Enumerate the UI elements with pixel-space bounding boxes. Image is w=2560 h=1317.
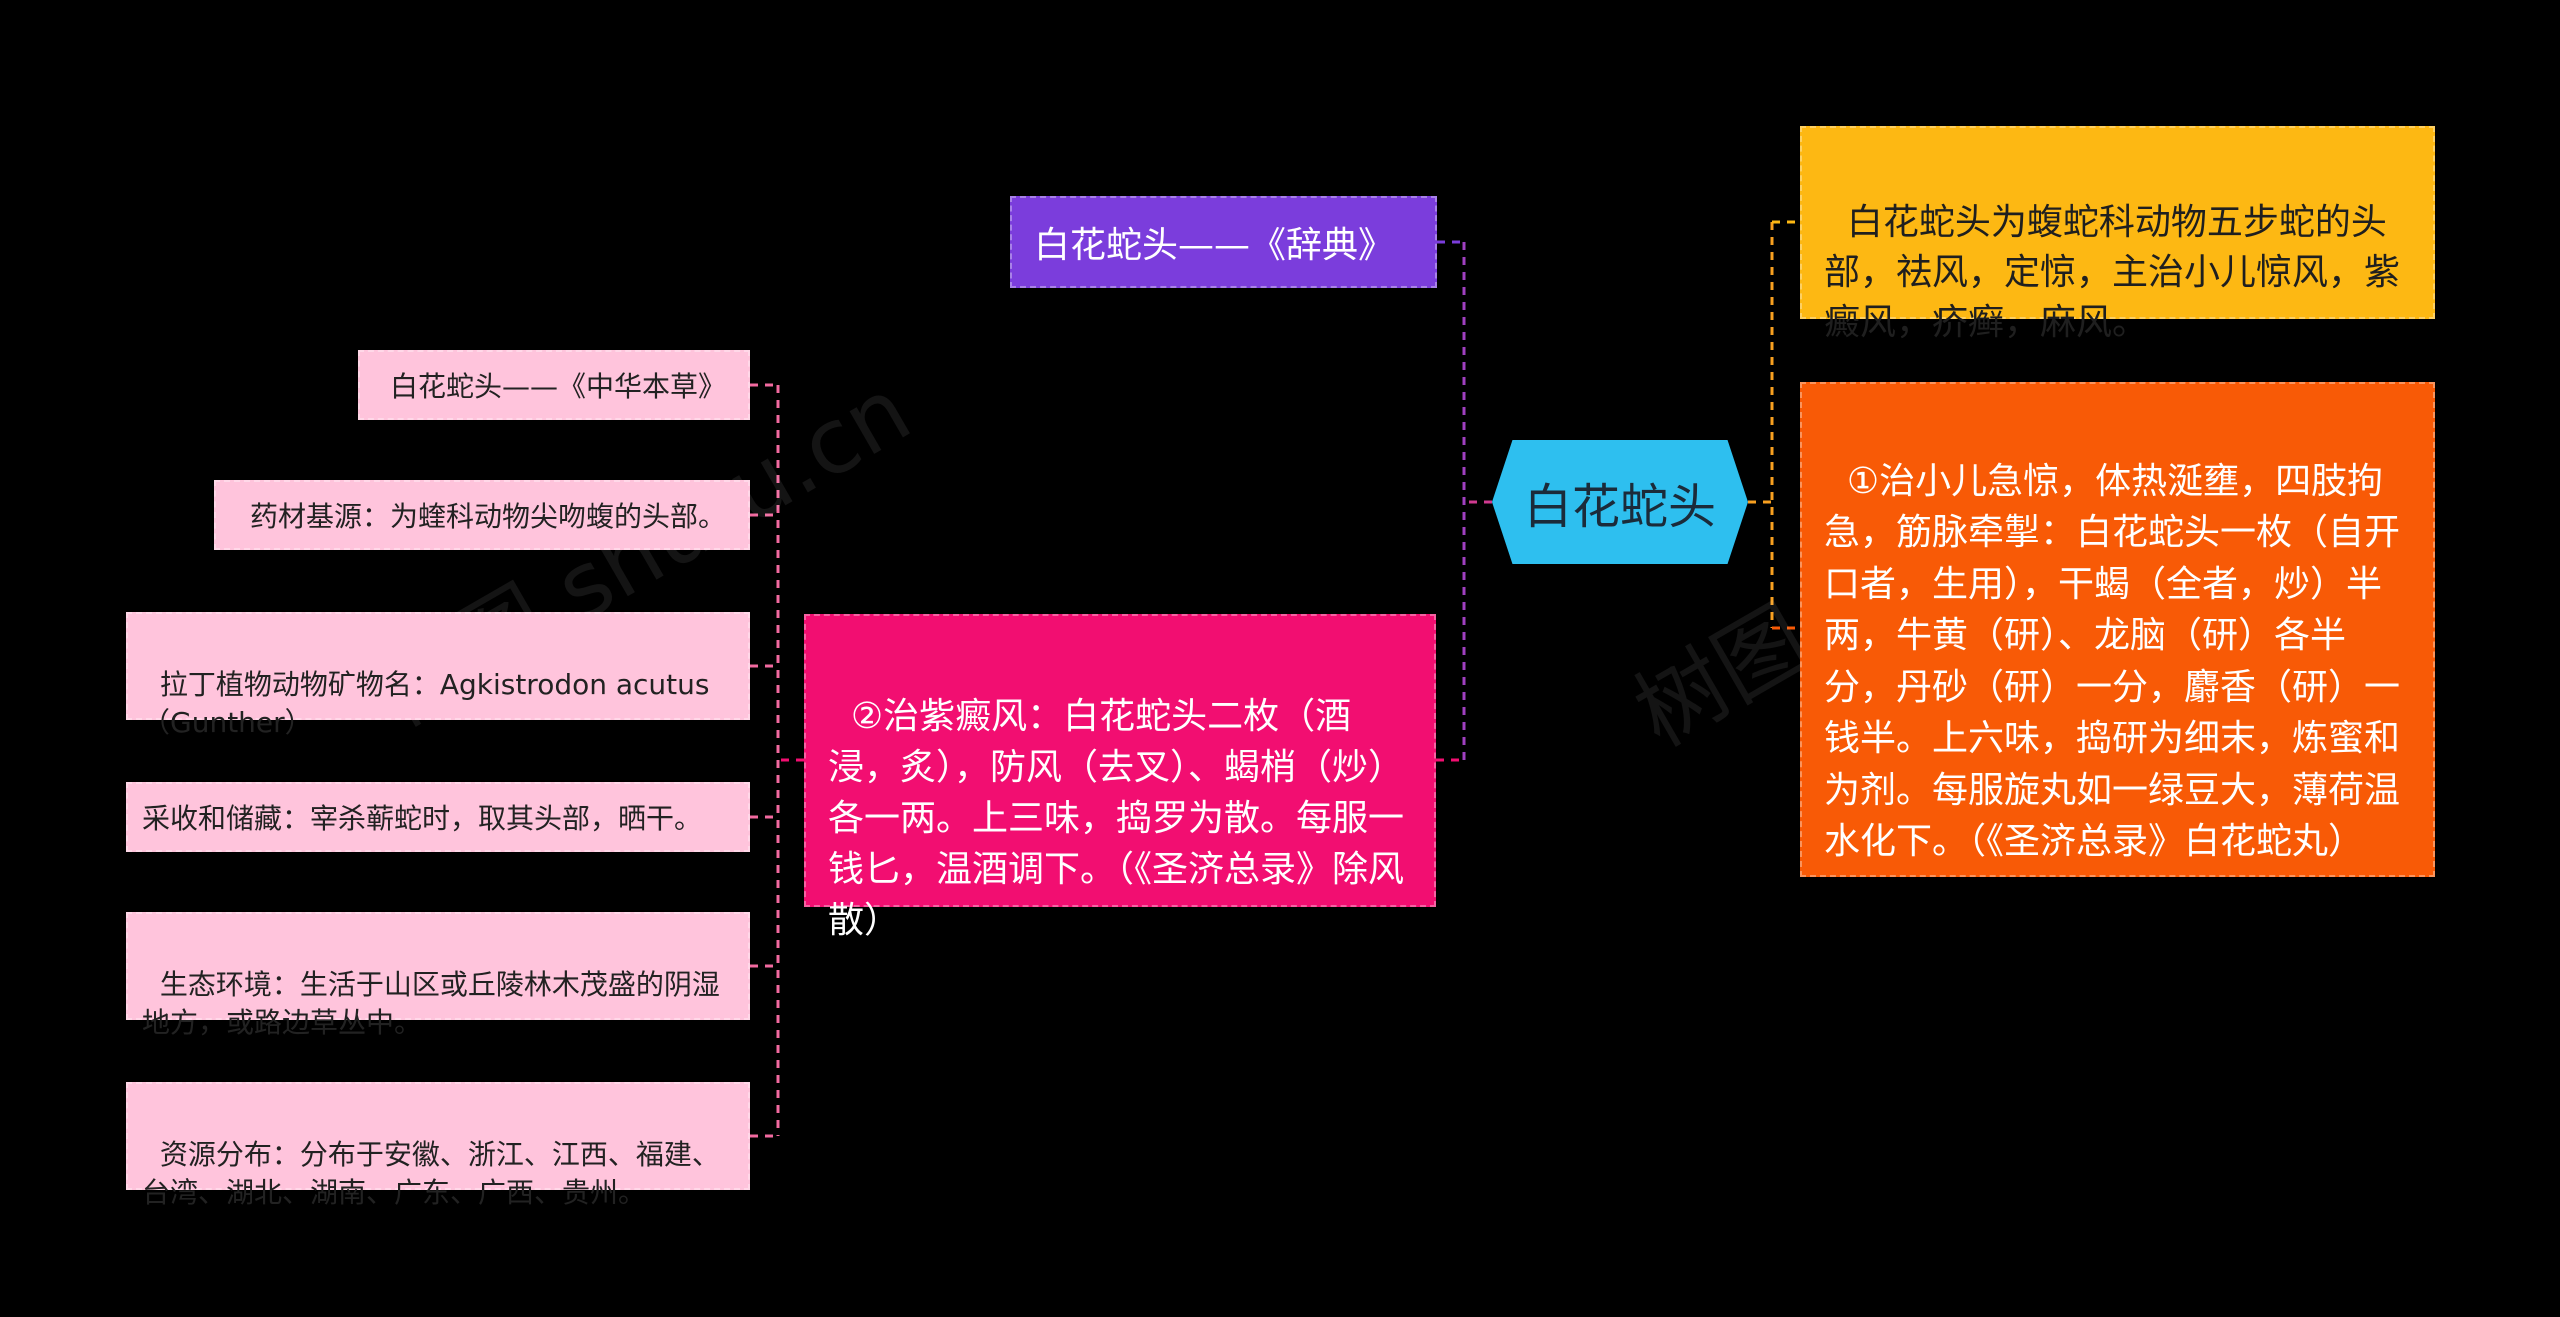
leaf-source[interactable]: 药材基源：为蝰科动物尖吻蝮的头部。: [214, 480, 750, 550]
branch-prescription-1-text: ①治小儿急惊，体热涎壅，四肢拘急，筋脉牵掣：白花蛇头一枚（自开口者，生用），干蝎…: [1824, 460, 2401, 863]
branch-cidian-text: 白花蛇头——《辞典》: [1034, 225, 1395, 266]
central-topic-label: 白花蛇头: [1523, 479, 1716, 535]
leaf-latin-name[interactable]: 拉丁植物动物矿物名：Agkistrodon acutus（Gunther）: [126, 612, 750, 739]
branch-prescription-2-text: ②治紫癜风：白花蛇头二枚（酒浸，炙），防风（去叉）、蝎梢（炒）各一两。上三味，捣…: [828, 696, 1405, 941]
branch-cidian[interactable]: 白花蛇头——《辞典》: [1010, 196, 1437, 288]
central-topic[interactable]: 白花蛇头: [1492, 440, 1748, 564]
leaf-harvest[interactable]: 采收和储藏：宰杀蕲蛇时，取其头部，晒干。: [126, 782, 750, 852]
branch-definition[interactable]: 白花蛇头为蝮蛇科动物五步蛇的头部，祛风，定惊，主治小儿惊风，紫癜风，疥癣，麻风。: [1800, 126, 2435, 343]
leaf-text: 拉丁植物动物矿物名：Agkistrodon acutus（Gunther）: [142, 668, 710, 739]
branch-prescription-2[interactable]: ②治紫癜风：白花蛇头二枚（酒浸，炙），防风（去叉）、蝎梢（炒）各一两。上三味，捣…: [804, 614, 1436, 941]
leaf-habitat[interactable]: 生态环境：生活于山区或丘陵林木茂盛的阴湿地方，或路边草丛中。: [126, 912, 750, 1039]
leaf-distribution[interactable]: 资源分布：分布于安徽、浙江、江西、福建、台湾、湖北、湖南、广东、广西、贵州。: [126, 1082, 750, 1209]
leaf-text: 白花蛇头——《中华本草》: [389, 370, 726, 403]
leaf-text: 药材基源：为蝰科动物尖吻蝮的头部。: [249, 500, 726, 533]
leaf-text: 采收和储藏：宰杀蕲蛇时，取其头部，晒干。: [142, 802, 703, 835]
branch-prescription-1[interactable]: ①治小儿急惊，体热涎壅，四肢拘急，筋脉牵掣：白花蛇头一枚（自开口者，生用），干蝎…: [1800, 382, 2435, 877]
branch-definition-text: 白花蛇头为蝮蛇科动物五步蛇的头部，祛风，定惊，主治小儿惊风，紫癜风，疥癣，麻风。: [1824, 202, 2401, 343]
leaf-text: 资源分布：分布于安徽、浙江、江西、福建、台湾、湖北、湖南、广东、广西、贵州。: [142, 1138, 720, 1209]
leaf-text: 生态环境：生活于山区或丘陵林木茂盛的阴湿地方，或路边草丛中。: [142, 968, 720, 1039]
leaf-zhonghua-title[interactable]: 白花蛇头——《中华本草》: [358, 350, 750, 420]
